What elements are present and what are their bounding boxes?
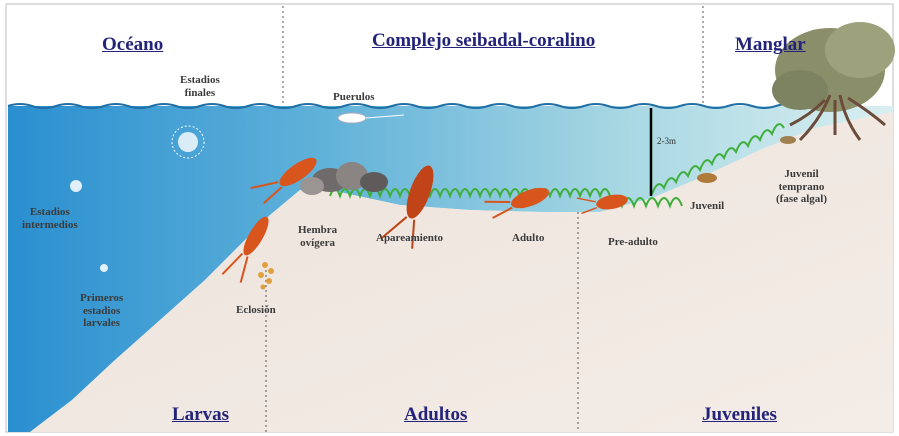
label-pre-adult: Pre-adulto: [608, 236, 658, 249]
zone-title-juveniles: Juveniles: [702, 404, 777, 426]
label-puerulus: Puerulos: [333, 91, 375, 104]
zone-title-adults: Adultos: [404, 404, 467, 426]
larva-intermediate: [70, 180, 82, 192]
label-hatching: Eclosión: [236, 304, 276, 317]
label-mating: Apareamiento: [376, 232, 443, 245]
lobster-early-juvenile: [780, 136, 796, 144]
label-final-stages: Estadios finales: [180, 74, 220, 99]
zone-title-ocean: Océano: [102, 34, 163, 56]
label-early-juvenile: Juvenil temprano (fase algal): [776, 168, 827, 206]
label-juvenile: Juvenil: [690, 200, 724, 213]
zone-title-mangrove: Manglar: [735, 34, 806, 56]
lobster-juvenile: [697, 173, 717, 183]
label-adult: Adulto: [512, 232, 544, 245]
label-first-larval-stages: Primeros estadios larvales: [80, 292, 123, 330]
zone-title-seagrass-coral: Complejo seibadal-coralino: [372, 30, 595, 52]
label-intermediate-stages: Estadios intermedios: [22, 206, 78, 231]
zone-title-larvae: Larvas: [172, 404, 229, 426]
depth-marker-label: 2-3m: [657, 136, 676, 146]
label-ovigerous-female: Hembra ovígera: [298, 224, 337, 249]
larva-first: [100, 264, 108, 272]
